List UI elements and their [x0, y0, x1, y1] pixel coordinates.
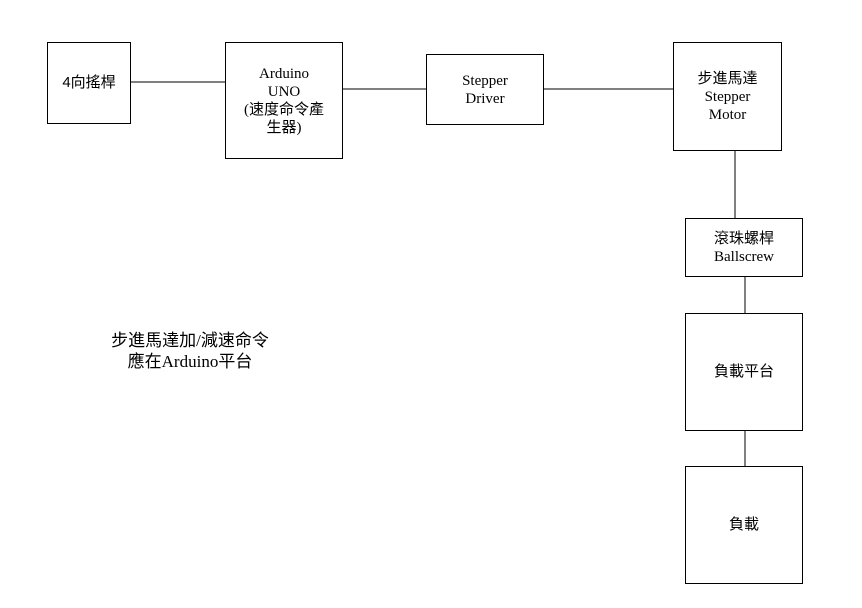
- ballscrew-label-line-2: Ballscrew: [714, 248, 774, 265]
- joystick-label: 4向搖桿: [62, 74, 116, 91]
- note-line-2: 應在Arduino平台: [127, 352, 253, 371]
- stepper-driver-block: Stepper Driver: [426, 54, 544, 125]
- arduino-label-line-1: Arduino: [259, 65, 309, 82]
- arduino-block: Arduino UNO (速度命令產 生器): [225, 42, 343, 159]
- arduino-label-line-3: (速度命令產: [244, 101, 324, 118]
- stepper-motor-label-line-3: Motor: [708, 106, 747, 123]
- load-label: 負載: [728, 517, 759, 533]
- load-block: 負載: [685, 466, 803, 584]
- acceleration-note: 步進馬達加/減速命令 應在Arduino平台: [80, 330, 300, 372]
- stepper-driver-label-line-1: Stepper: [462, 72, 508, 89]
- load-stage-label: 負載平台: [713, 364, 774, 380]
- stepper-motor-label-line-2: Stepper: [704, 88, 751, 105]
- stepper-driver-label-line-2: Driver: [465, 90, 505, 107]
- arduino-label-line-2: UNO: [267, 83, 301, 100]
- ballscrew-block: 滾珠螺桿 Ballscrew: [685, 218, 803, 277]
- stepper-motor-block: 步進馬達 Stepper Motor: [673, 42, 782, 151]
- load-stage-block: 負載平台: [685, 313, 803, 431]
- joystick-block: 4向搖桿: [47, 42, 131, 124]
- ballscrew-label-line-1: 滾珠螺桿: [713, 230, 774, 247]
- stepper-motor-label-line-1: 步進馬達: [697, 70, 758, 87]
- arduino-label-line-4: 生器): [266, 119, 302, 136]
- note-line-1: 步進馬達加/減速命令: [111, 331, 269, 350]
